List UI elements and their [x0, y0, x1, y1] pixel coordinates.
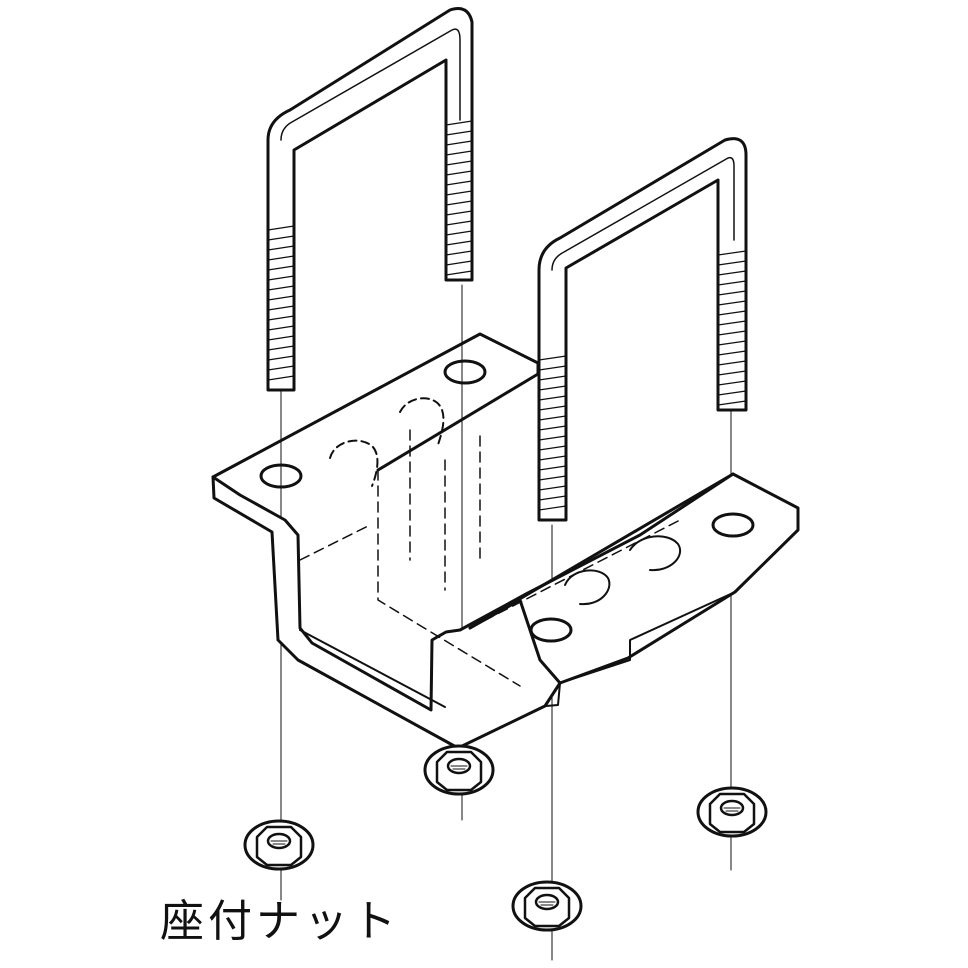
bolt-hole	[259, 463, 303, 489]
bolt-hole	[711, 512, 755, 538]
flange-nut	[511, 880, 583, 932]
flange-nut	[243, 819, 315, 871]
u-bolt-left	[266, 7, 474, 392]
mounting-bracket	[211, 332, 800, 750]
u-bolt-right	[537, 137, 748, 522]
bolt-hole	[529, 617, 573, 643]
bolt-hole	[443, 359, 487, 385]
nut-label: 座付ナット	[160, 896, 400, 947]
flange-nut	[696, 786, 768, 838]
flange-nut	[423, 744, 495, 796]
